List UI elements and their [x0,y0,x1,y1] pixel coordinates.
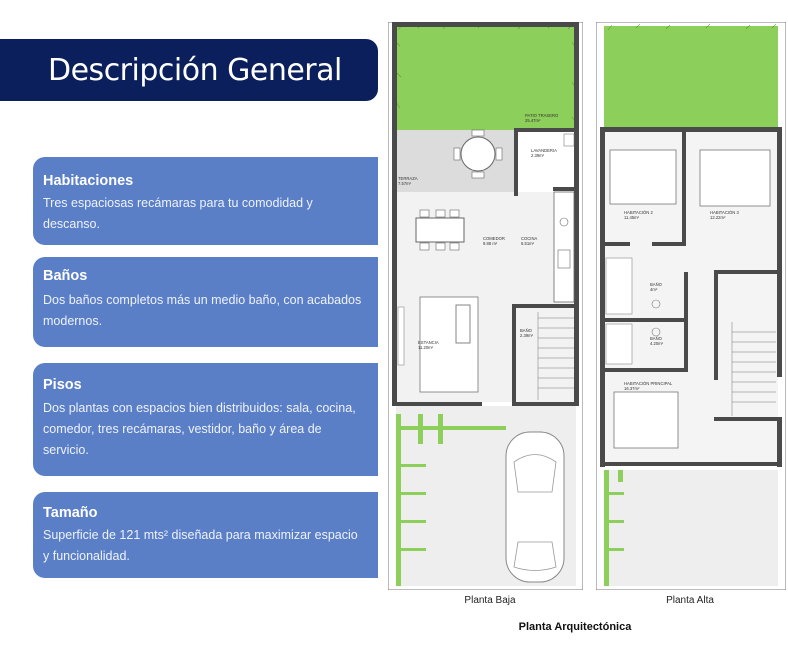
floor-plan-planta-baja: PATIO TRASERO 25.47m² LAVANDERIA 2.39m² … [388,22,583,590]
room-area: 2.39m² [531,153,545,158]
room-label: BAÑO [650,282,663,287]
page-title: Descripción General [48,53,342,88]
card-habitaciones: Habitaciones Tres espaciosas recámaras p… [33,157,378,245]
room-label: COMEDOR [483,236,505,241]
room-area: 4m² [650,287,658,292]
room-label: LAVANDERIA [531,148,557,153]
room-label: HABITACIÓN 2 [624,210,653,215]
main-caption: Planta Arquitectónica [518,621,632,633]
room-area: 11.20m² [418,345,434,350]
room-label: ESTANCIA [418,340,439,345]
room-area: 11.45m² [624,215,640,220]
room-area: 16.37m² [624,386,640,391]
card-heading: Tamaño [43,505,98,521]
room-area: 9.88 m² [483,241,498,246]
room-area: 25.47m² [525,118,541,123]
room-label: COCINA [521,236,537,241]
title-bar: Descripción General [0,39,378,101]
card-text: Dos baños completos más un medio baño, c… [43,293,362,328]
card-heading: Pisos [43,377,82,393]
floor-plan-planta-alta: HABITACIÓN 2 11.45m² HABITACIÓN 3 12.22m… [596,22,786,590]
room-area: 4.20m² [650,341,664,346]
caption-planta-baja: Planta Baja [464,595,516,606]
card-heading: Habitaciones [43,173,134,189]
room-label: TERRAZA [398,176,418,181]
card-banos: Baños Dos baños completos más un medio b… [33,257,378,347]
room-area: 7.57m² [398,181,412,186]
room-label: HABITACIÓN 3 [710,210,739,215]
room-label: BAÑO [520,328,533,333]
room-area: 12.22m² [710,215,726,220]
card-tamano: Tamaño Superficie de 121 mts² diseñada p… [33,492,378,578]
card-text: Tres espaciosas recámaras para tu comodi… [43,196,313,231]
card-text: Dos plantas con espacios bien distribuid… [43,401,356,457]
room-label: PATIO TRASERO [525,113,559,118]
caption-planta-alta: Planta Alta [666,595,714,606]
card-heading: Baños [43,268,88,284]
card-text: Superficie de 121 mts² diseñada para max… [43,528,358,563]
room-label: HABITACIÓN PRINCIPAL [624,381,673,386]
room-area: 6.51m² [521,241,535,246]
card-pisos: Pisos Dos plantas con espacios bien dist… [33,363,378,476]
room-label: BAÑO [650,336,663,341]
room-area: 2.39m² [520,333,534,338]
